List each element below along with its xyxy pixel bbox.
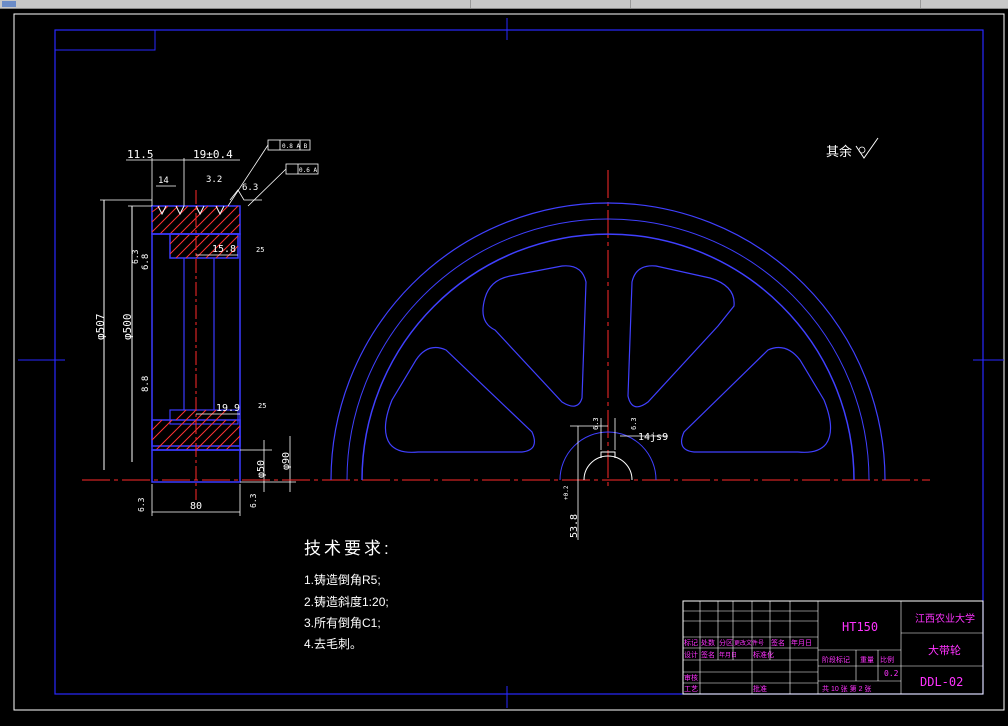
spoke-opening-3	[681, 347, 832, 453]
tb-label-review: 审核	[684, 673, 698, 682]
tb-label-zone: 分区	[719, 638, 733, 647]
tech-heading: 技术要求:	[304, 539, 392, 558]
dim-key-depth: 53.8	[569, 514, 580, 538]
dim-11-5: 11.5	[127, 148, 154, 161]
surface-note: 其余	[826, 144, 852, 159]
window-icon	[2, 1, 16, 7]
tb-label-design-date: 年月日	[719, 651, 737, 659]
tb-label-change: 更改文件号	[734, 639, 764, 647]
tb-label-count: 处数	[701, 638, 715, 647]
surface-roughness-icon	[855, 137, 879, 159]
corner-box	[54, 29, 156, 51]
dim-dia-507: φ507	[94, 314, 107, 341]
tb-label-stage: 阶段标记	[822, 655, 850, 664]
dim-6-8: 6.8	[141, 254, 151, 270]
dim-3-2: 3.2	[206, 175, 222, 185]
dim-6-3-left: 6.3	[131, 249, 140, 264]
viewport-frame	[13, 13, 1005, 711]
dim-dia-50: φ50	[256, 460, 267, 478]
dim-key-tol: +0.2	[563, 485, 570, 500]
hub-outer-arc	[559, 431, 657, 481]
tech-item-2: 2.铸造斜度1:20;	[304, 594, 389, 609]
front-view-dims: 53.8 +0.2 14js9 6.3 6.3	[563, 417, 668, 540]
dim-key-sym2: 6.3	[630, 417, 638, 430]
dim-6-3-bottom-left: 6.3	[137, 497, 146, 512]
dim-15-8: 15.8	[212, 244, 236, 255]
dim-6-3-top: 6.3	[242, 183, 258, 193]
tb-label-scale: 比例	[880, 655, 894, 664]
tb-drawing-no: DDL-02	[920, 675, 963, 689]
spoke-opening-2	[627, 265, 735, 408]
keyway	[600, 451, 616, 458]
tb-label-sign: 签名	[771, 638, 785, 647]
dim-14: 14	[158, 176, 169, 186]
tolerance-b-text: 0.6 A	[299, 167, 317, 174]
dim-19: 19±0.4	[193, 148, 233, 161]
tb-label-weight: 重量	[860, 656, 874, 664]
drawing-border	[54, 29, 984, 695]
dim-dia-500: φ500	[121, 314, 134, 341]
tech-requirements: 技术要求: 1.铸造倒角R5; 2.铸造斜度1:20; 3.所有倒角C1; 4.…	[304, 539, 392, 651]
dim-19-9: 19.9	[216, 403, 240, 414]
tb-school: 江西农业大学	[915, 612, 975, 625]
tb-sheets: 共 10 张 第 2 张	[822, 684, 871, 693]
rim-groove-arc	[346, 218, 870, 481]
bore-arc	[583, 455, 633, 481]
tb-label-mark: 标记	[684, 638, 698, 647]
dim-width-80: 80	[190, 501, 202, 512]
tech-item-1: 1.铸造倒角R5;	[304, 572, 381, 587]
rim-inner-arc	[361, 233, 855, 481]
tb-label-design-sign: 签名	[701, 650, 715, 659]
tolerance-a-text: 0.8 A B	[282, 143, 308, 150]
spoke-opening-4	[384, 347, 535, 453]
title-block: 标记 处数 分区 更改文件号 签名 年月日 设计 签名 年月日 标准化 审核 工…	[682, 600, 984, 695]
tb-material: HT150	[842, 620, 878, 634]
tolerance-frame-b: 0.6 A	[247, 163, 319, 207]
rim-outer-arc	[330, 202, 886, 481]
angle-25-top: 25	[256, 246, 264, 254]
dim-8-8: 8.8	[141, 376, 151, 392]
tech-item-4: 4.去毛刺。	[304, 637, 362, 651]
tb-part-name: 大带轮	[928, 643, 961, 657]
spoke-opening-1	[482, 265, 587, 407]
dim-6-3-bottom-right: 6.3	[249, 493, 258, 508]
dim-dia-90: φ90	[281, 452, 292, 470]
tb-label-date: 年月日	[791, 638, 812, 647]
tolerance-frame-a: 0.8 A B	[227, 139, 311, 207]
titlebar-segment	[470, 0, 631, 8]
tb-label-process: 工艺	[684, 685, 698, 693]
tech-item-3: 3.所有倒角C1;	[304, 616, 381, 630]
window-titlebar	[0, 0, 1008, 9]
rim-top-hatch	[151, 205, 241, 235]
tb-label-design: 设计	[684, 650, 698, 659]
dim-key-width: 14js9	[638, 432, 668, 443]
front-view	[330, 202, 886, 481]
titlebar-segment	[630, 0, 921, 8]
tb-scale: 0.2	[884, 669, 899, 678]
angle-25-bottom: 25	[258, 402, 266, 410]
dim-key-sym: 6.3	[592, 417, 600, 430]
section-view: φ507 φ500 6.8 8.8 6.3 11.5 19±0.4 14 3.2…	[94, 139, 319, 516]
tb-label-standard: 标准化	[753, 650, 774, 659]
titlebar-segment	[0, 0, 471, 8]
tb-label-approve: 批准	[753, 684, 767, 693]
